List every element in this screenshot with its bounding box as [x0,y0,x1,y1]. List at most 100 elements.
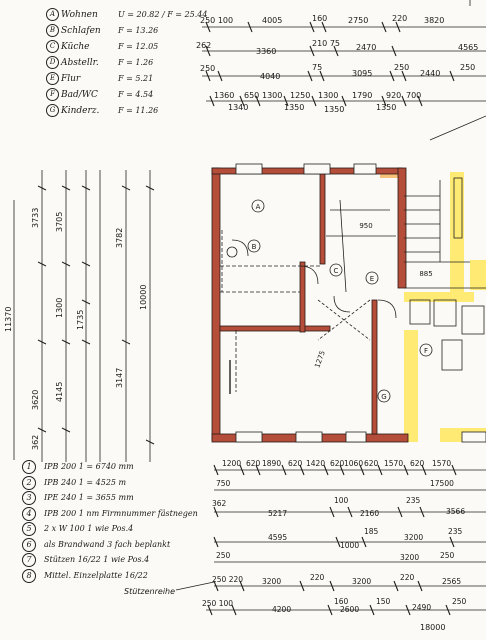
bot-r6-3: 3200 [352,577,371,586]
top-dim-r1-2: 160 [312,14,327,23]
bot-r6-1: 3200 [262,577,281,586]
top-dim-r2-4: 4565 [458,43,478,52]
top-dimension-chains [202,0,486,141]
bot-r5-1: 3200 [400,553,419,562]
legend-room-name: Kinderz. [61,106,100,116]
top-dim-r3-4: 250 [394,63,409,72]
bot-r3-0: 362 [212,499,227,508]
plan-room-text: A B C E F G 950 885 1275 [252,203,433,401]
bot-r6-5: 2565 [442,577,461,586]
top-dim-r3-1: 4040 [260,72,280,81]
plan-walls [211,167,409,443]
top-dim-r3-6: 250 [460,63,475,72]
bot-r5-0: 250 [216,551,231,560]
beam-row: 8 Mittel. Einzelplatte 16/22 [22,568,148,583]
top-dim-r1-5: 3820 [424,16,444,25]
bot-r6-2: 220 [310,573,325,582]
bottom-dimension-text: 1200 620 1890 620 1420 620 1060 620 1570… [124,459,467,632]
room-a-label: A [256,203,261,211]
left-dim-5: 4145 [55,382,64,402]
legend-room-area: F = 4.54 [118,90,154,99]
top-dim-r1-4: 220 [392,14,407,23]
top-dim-r4-7: 700 [406,91,421,100]
top-dim-r2-3: 2470 [356,43,376,52]
top-dim-r3-0: 250 [200,64,215,73]
legend-room-name: Flur [61,74,81,84]
top-dim-r2-1: 3360 [256,47,276,56]
beam-text: Mittel. Einzelplatte 16/22 [44,570,148,580]
bot-r1-4: 1420 [306,459,325,468]
bot-r1-7: 620 [364,459,379,468]
beam-text: IPB 200 1 = 6740 mm [44,462,134,471]
beam-number: 8 [22,568,36,583]
bot-r6-0: 250 220 [212,575,243,584]
beam-text: IPB 240 1 = 4525 m [44,477,127,487]
legend-room-area: F = 12.05 [118,42,159,51]
stuetzen-label: Stützenreihe [124,587,175,596]
plan-dim-885: 885 [419,270,432,278]
bot-r2-0: 750 [216,479,231,488]
top-dim-r2-2: 210 75 [312,39,340,48]
top-dim-r3-2: 75 [312,63,322,72]
beam-number: 7 [22,553,36,567]
top-dim-r5-0: 1340 [228,103,248,112]
left-dim-9: 10000 [139,285,148,310]
bot-r1-1: 620 [246,459,261,468]
top-dim-r4-3: 1250 [290,91,310,100]
beam-number: 1 [22,460,36,474]
top-dim-r1-1: 4005 [262,16,282,25]
bot-r1-2: 1890 [262,459,281,468]
top-dim-r3-5: 2440 [420,69,440,78]
top-dimension-text: 250 100 4005 160 2750 220 3820 262 3360 … [196,14,478,114]
left-dimension-text: 11370 3705 3733 1300 1735 4145 3620 3147… [4,208,148,450]
bot-r3-1: 5217 [268,509,287,518]
legend-key: C [46,40,59,53]
legend-room-name: Wohnen [61,10,98,20]
bot-r7-0: 250 100 [202,599,233,608]
legend-room-area: F = 1.26 [118,58,154,67]
plan-windows [235,163,486,443]
left-dim-3: 1300 [55,298,64,318]
top-dim-r4-4: 1300 [318,91,338,100]
bot-r3-3: 2160 [360,509,379,518]
bot-r1-10: 1570 [432,459,451,468]
legend-room-name: Bad/WC [61,90,98,100]
bot-r3-5: 3566 [446,507,465,516]
plan-room-markers [226,199,433,403]
bot-r4-4: 235 [448,527,463,536]
room-f-label: F [424,347,428,355]
legend-key: G [46,104,59,117]
beam-number: 4 [22,506,36,521]
legend-key: D [46,56,59,69]
bot-r2-1: 17500 [430,479,454,488]
top-dim-r4-6: 920 [386,91,401,100]
top-dim-r5-2: 1350 [324,105,344,114]
left-dim-2: 3733 [31,208,40,228]
beam-number: 6 [22,537,36,552]
legend-key: B [46,24,59,37]
room-b-label: B [252,243,257,251]
plan-linework [220,177,486,394]
beam-number: 5 [22,522,36,536]
room-g-label: G [381,393,386,401]
beam-text: IPE 240 1 = 3655 mm [44,493,134,502]
top-dim-r1-3: 2750 [348,16,368,25]
beam-text: 2 x W 100 1 wie Pos.4 [44,524,134,533]
plan-dim-950: 950 [359,222,372,230]
legend-room-area: U = 20.82 / F = 25.44 [118,10,208,19]
left-dim-4: 1735 [76,310,85,330]
bot-r4-1: 1000 [340,541,359,550]
legend-room-area: F = 5.21 [118,74,154,83]
